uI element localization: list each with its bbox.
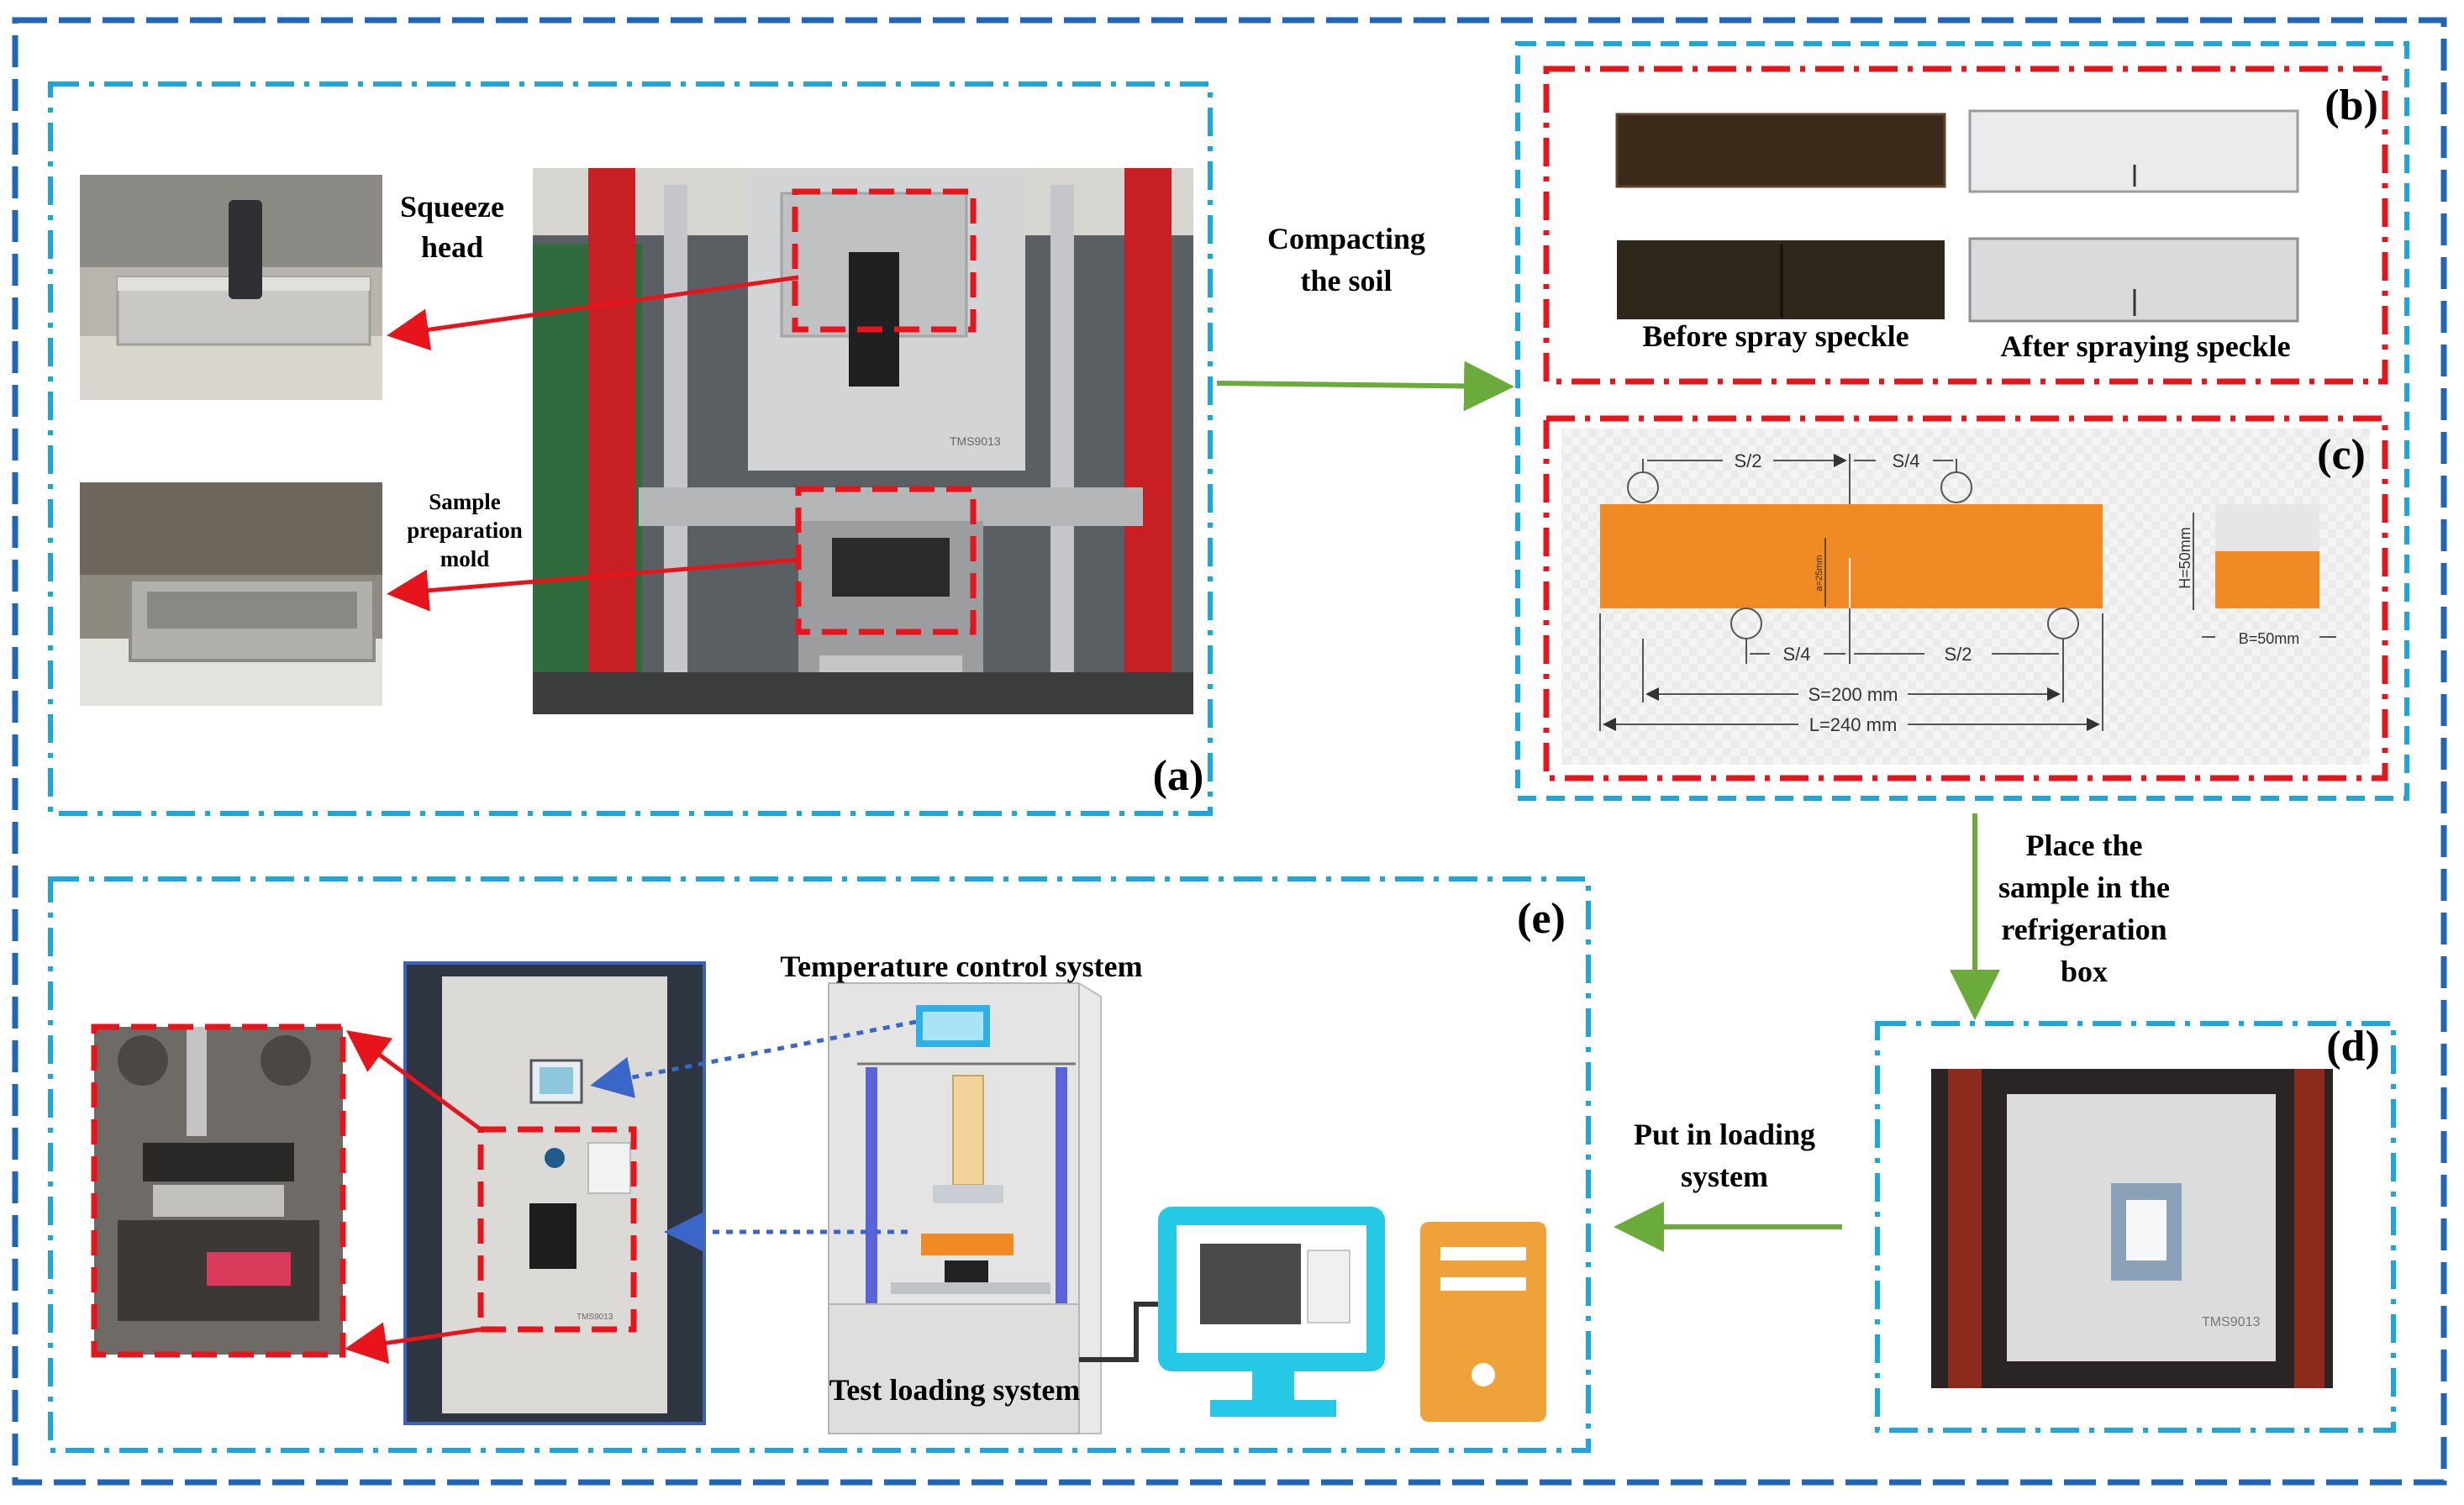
dim-s-half-top: S/2 [1734, 450, 1761, 471]
closeup-highlight [91, 1024, 346, 1358]
put-label-2: system [1681, 1160, 1768, 1193]
place-label-3: refrigeration [2001, 913, 2167, 946]
squeeze-head-photo [80, 175, 382, 400]
panel-a-label: (a) [1153, 752, 1204, 800]
cross-section-sample [2215, 551, 2319, 608]
before-spray-label: Before spray speckle [1642, 319, 1909, 353]
temp-control-link-arrow [590, 1019, 917, 1098]
mold-label-2: preparation [407, 518, 523, 543]
place-label-2: sample in the [1998, 871, 2170, 904]
test-chamber-photo: TMS9013 [403, 961, 706, 1425]
squeeze-head-pointer-arrow [387, 275, 799, 351]
mold-pointer-arrow [387, 557, 799, 612]
sample-mold-photo [80, 482, 382, 706]
refrigeration-box-photo: TMS9013 [1931, 1069, 2333, 1388]
panel-d-label: (d) [2326, 1023, 2380, 1071]
panel-b-frame [1543, 66, 2388, 385]
panel-c-label: (c) [2317, 431, 2366, 479]
dim-length: L=240 mm [1809, 714, 1898, 735]
compacting-label-2: the soil [1300, 264, 1392, 297]
computer-monitor-icon [1158, 1207, 1385, 1417]
compacting-arrow [1216, 360, 1514, 412]
loading-system-label: Test loading system [829, 1373, 1081, 1407]
dim-s-quarter-top: S/4 [1892, 450, 1919, 471]
dim-notch: a=25mm [1814, 555, 1824, 591]
computer-tower-icon [1420, 1222, 1546, 1422]
chamber-pointer-bottom [345, 1322, 482, 1365]
place-label-4: box [2061, 955, 2108, 988]
beam-schematic [1600, 504, 2103, 608]
temp-control-label: Temperature control system [780, 950, 1142, 983]
dim-s-half-bottom: S/2 [1944, 644, 1972, 665]
panel-e-frame [48, 876, 1591, 1453]
dim-span: S=200 mm [1809, 684, 1898, 705]
loading-system-schematic [828, 982, 1102, 1434]
compaction-machine-photo: TMS9013 [533, 168, 1193, 714]
compacting-label-1: Compacting [1267, 222, 1425, 255]
dim-height: H=50mm [2177, 527, 2193, 589]
chamber-highlight [477, 1126, 637, 1333]
put-label-1: Put in loading [1634, 1118, 1815, 1151]
place-label-1: Place the [2026, 829, 2143, 862]
dim-s-quarter-bottom: S/4 [1782, 644, 1810, 665]
panel-bc-frame [1515, 41, 2409, 801]
dim-width: B=50mm [2239, 630, 2300, 647]
panel-e-label: (e) [1517, 895, 1566, 943]
data-cable [1079, 1302, 1158, 1362]
panel-b-label: (b) [2324, 82, 2378, 129]
squeeze-head-highlight [792, 188, 977, 333]
refrigeration-box-label: TMS9013 [2202, 1315, 2260, 1329]
test-chamber-label: TMS9013 [577, 1313, 613, 1322]
panel-d-frame [1875, 1021, 2396, 1433]
chamber-pointer-top [345, 1030, 482, 1132]
panel-c-frame [1543, 415, 2388, 781]
panel-a-frame [48, 82, 1213, 816]
mold-label-1: Sample [429, 489, 501, 514]
outer-frame [12, 17, 2447, 1486]
after-spray-label: After spraying speckle [2000, 329, 2290, 363]
mold-label-3: mold [440, 546, 490, 571]
squeeze-head-label-1: Squeeze [400, 190, 504, 224]
compaction-machine-label: TMS9013 [950, 434, 1001, 448]
loading-closeup-photo [94, 1027, 343, 1355]
beam-before-top-photo [1617, 114, 1945, 187]
squeeze-head-label-2: head [421, 230, 483, 264]
